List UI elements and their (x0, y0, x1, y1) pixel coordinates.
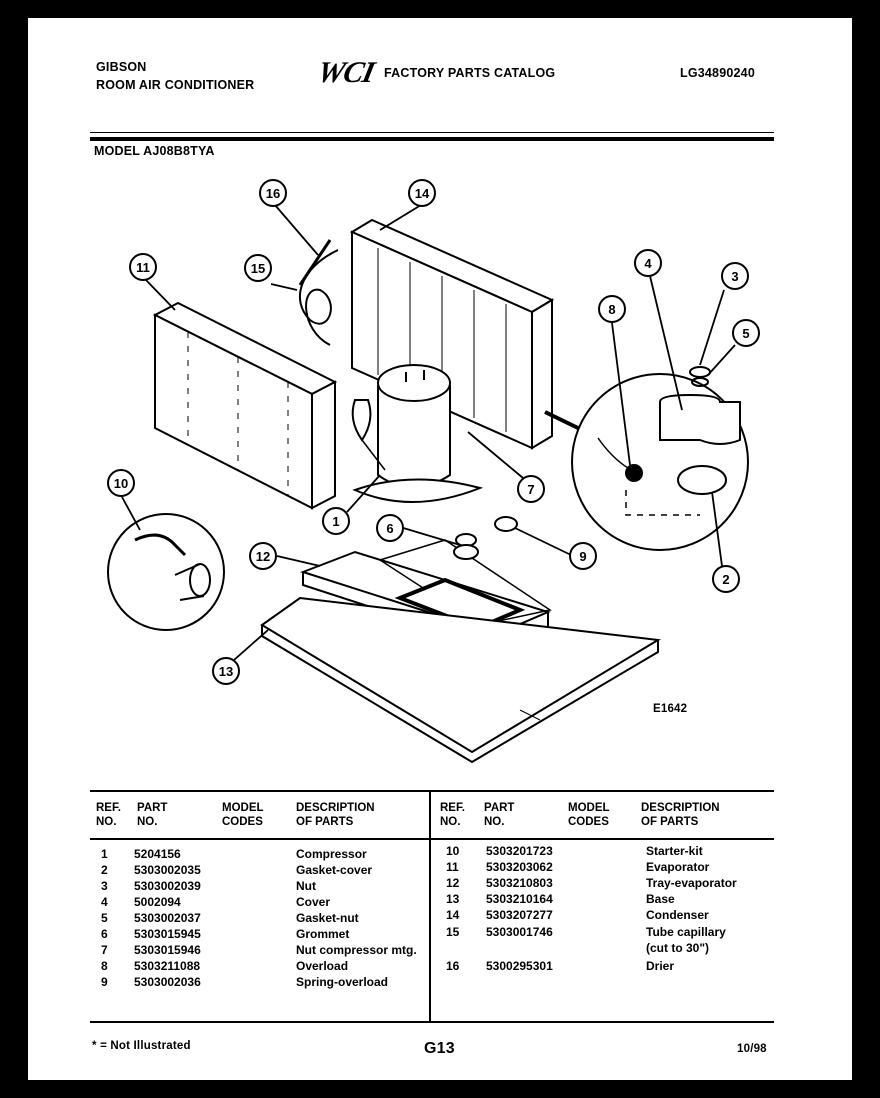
callout-5: 5 (732, 319, 760, 347)
header-rule-thick (90, 137, 774, 141)
condenser-drawing (349, 218, 555, 450)
table-top-rule (90, 790, 774, 792)
callout-10: 10 (107, 469, 135, 497)
callout-4: 4 (634, 249, 662, 277)
header-ref-right: REF.NO. (440, 802, 465, 828)
header-rule-thin (90, 132, 774, 133)
header-ref-left: REF.NO. (96, 802, 121, 828)
callout-13: 13 (212, 657, 240, 685)
table-column-divider (429, 790, 431, 1021)
evaporator-drawing (152, 301, 338, 510)
callout-11: 11 (129, 253, 157, 281)
brand-name: GIBSON (96, 60, 147, 74)
revision-date: 10/98 (737, 1043, 767, 1055)
callout-16: 16 (259, 179, 287, 207)
callout-2: 2 (712, 565, 740, 593)
compressor-drawing (351, 364, 484, 503)
callout-12: 12 (249, 542, 277, 570)
model-line: MODEL AJ08B8TYA (94, 144, 215, 158)
page-number: G13 (424, 1040, 455, 1057)
catalog-number: LG34890240 (680, 66, 755, 80)
product-name: ROOM AIR CONDITIONER (96, 78, 255, 92)
callout-14: 14 (408, 179, 436, 207)
base-drawing (260, 596, 662, 764)
catalog-title: FACTORY PARTS CATALOG (384, 66, 556, 80)
tray-drawing (299, 539, 552, 650)
callout-3: 3 (721, 262, 749, 290)
callout-9: 9 (569, 542, 597, 570)
callout-6: 6 (376, 514, 404, 542)
callout-1: 1 (322, 507, 350, 535)
callout-7: 7 (517, 475, 545, 503)
callout-8: 8 (598, 295, 626, 323)
figure-id: E1642 (653, 703, 688, 715)
callout-15: 15 (244, 254, 272, 282)
table-header-rule (90, 838, 774, 840)
table-bottom-rule (90, 1021, 774, 1023)
footnote: * = Not Illustrated (92, 1040, 191, 1052)
